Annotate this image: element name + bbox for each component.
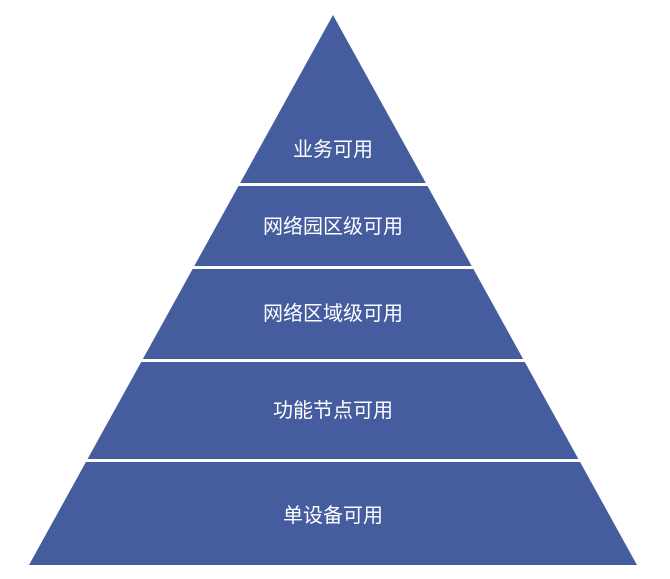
pyramid-level-label: 功能节点可用 (273, 398, 393, 422)
pyramid-level-label: 单设备可用 (283, 503, 383, 527)
pyramid-level-shape (87, 362, 579, 459)
pyramid-level-shape (240, 15, 426, 183)
pyramid-level: 网络园区级可用 (194, 186, 472, 266)
pyramid-level-label: 网络园区级可用 (263, 214, 403, 238)
pyramid-level: 网络区域级可用 (142, 269, 524, 359)
pyramid-level-shape (194, 186, 472, 266)
pyramid-level-label: 业务可用 (293, 137, 373, 161)
pyramid-level: 单设备可用 (29, 462, 637, 565)
pyramid-level: 功能节点可用 (87, 362, 579, 459)
pyramid-level-shape (142, 269, 524, 359)
pyramid-level: 业务可用 (240, 15, 426, 183)
pyramid-level-shape (29, 462, 637, 565)
pyramid-level-label: 网络区域级可用 (263, 301, 403, 325)
